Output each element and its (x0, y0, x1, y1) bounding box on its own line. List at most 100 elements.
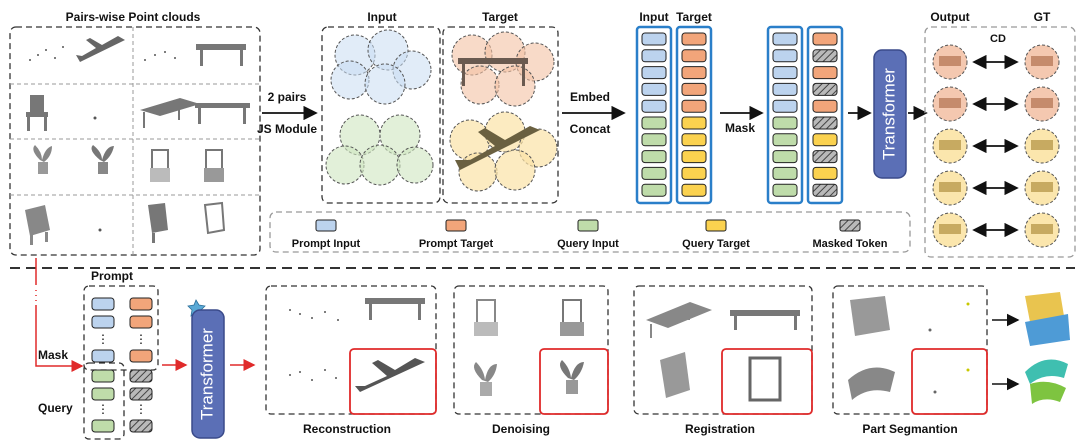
token (681, 49, 707, 63)
token (641, 183, 667, 197)
token (641, 32, 667, 46)
stack-target-label: Target (676, 10, 712, 24)
airplane-sketch (29, 36, 125, 62)
task-registration: Registration (633, 285, 813, 436)
table-sketch (140, 98, 250, 128)
query-box (83, 362, 125, 440)
highlight-box (911, 348, 988, 415)
token (772, 150, 798, 164)
output-panel (924, 26, 1076, 258)
highlight-box (721, 348, 813, 415)
shape-mark (1031, 224, 1053, 234)
dots-query-target: ⋮ (135, 402, 147, 416)
red-link-to-mask (35, 306, 84, 372)
task-label: Reconstruction (303, 422, 391, 436)
token (681, 116, 707, 130)
token (812, 82, 838, 96)
step1-b: JS Module (257, 122, 317, 136)
legend (269, 211, 911, 253)
stack-column-target (806, 25, 844, 205)
pairs-title: Pairs-wise Point clouds (66, 10, 201, 24)
top-mask-label: Mask (725, 121, 755, 135)
svg-text:Prompt Input: Prompt Input (292, 238, 361, 250)
legend-item: Prompt Target (419, 219, 494, 250)
pairs-grid (10, 27, 260, 255)
gt-label: GT (1034, 10, 1051, 24)
output-label: Output (930, 10, 969, 24)
step2-a: Embed (570, 90, 610, 104)
legend-item: Query Target (682, 219, 750, 250)
bottom-transformer-block (191, 309, 225, 439)
token (812, 183, 838, 197)
input-patches (325, 29, 434, 186)
top-transformer-block (873, 49, 907, 179)
shape-mark (1031, 140, 1053, 150)
shape-mark (939, 56, 961, 66)
stack-column-input (766, 25, 804, 205)
token (772, 166, 798, 180)
shape-mark (939, 140, 961, 150)
bottom-token-grid (91, 297, 153, 433)
stack-column-target (675, 25, 713, 205)
token (812, 133, 838, 147)
bench-sketch (144, 44, 246, 66)
highlight-box (349, 348, 437, 415)
token-stack-masked (766, 25, 844, 205)
prompt-label: Prompt (91, 269, 133, 283)
dots-query-input: ⋮ (97, 402, 109, 416)
token (681, 150, 707, 164)
token (681, 66, 707, 80)
input-box (321, 26, 441, 204)
task-part-segmentation: Part Segmantion (832, 285, 1070, 436)
token-stack-embedded (635, 25, 713, 205)
token (641, 66, 667, 80)
token (772, 66, 798, 80)
token (812, 116, 838, 130)
token (641, 133, 667, 147)
dots-prompt-input: ⋮ (97, 332, 109, 346)
task-denoising: Denoising (453, 285, 609, 436)
pairs-panel (9, 26, 261, 256)
svg-text:Prompt Target: Prompt Target (419, 238, 494, 250)
token (772, 99, 798, 113)
token (772, 183, 798, 197)
token (812, 32, 838, 46)
shape-mark (939, 182, 961, 192)
bottom-mask-label: Mask (38, 348, 68, 362)
plant-sketch (33, 145, 224, 182)
chair2-sketch (25, 201, 226, 245)
token (641, 166, 667, 180)
token (772, 116, 798, 130)
prompt-box (83, 285, 159, 371)
stack-column-input (635, 25, 673, 205)
pairs-shapes (25, 36, 250, 245)
svg-text:Query Target: Query Target (682, 238, 750, 250)
shape-mark (1031, 98, 1053, 108)
step2-b: Concat (570, 122, 611, 136)
token (681, 183, 707, 197)
top-transformer-label: Transformer (879, 68, 898, 160)
token (812, 166, 838, 180)
token (772, 82, 798, 96)
input-label: Input (367, 10, 396, 24)
task-label: Registration (685, 422, 755, 436)
task-label: Part Segmantion (862, 422, 957, 436)
target-box (442, 26, 559, 204)
token (641, 82, 667, 96)
target-shapes (455, 58, 540, 170)
legend-items: Prompt Input Prompt Target Query Input Q… (292, 219, 888, 250)
token (812, 150, 838, 164)
stack-input-label: Input (639, 10, 668, 24)
svg-text:Masked Token: Masked Token (813, 238, 888, 250)
token (641, 99, 667, 113)
token (641, 116, 667, 130)
token (772, 49, 798, 63)
token (641, 49, 667, 63)
shape-mark (939, 98, 961, 108)
task-reconstruction: Reconstruction (265, 285, 437, 436)
svg-text:Query Input: Query Input (557, 238, 619, 250)
token (681, 32, 707, 46)
output-gt-pairs (932, 44, 1060, 248)
token (812, 49, 838, 63)
